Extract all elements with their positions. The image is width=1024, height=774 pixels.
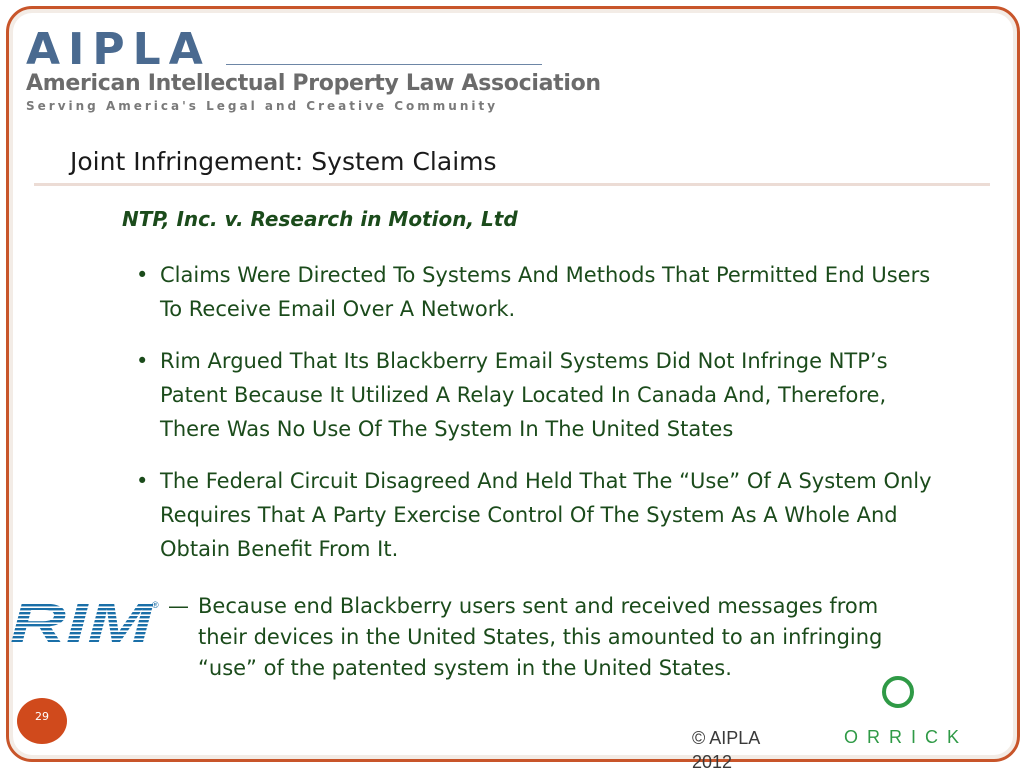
bullet-text: Rim Argued That Its Blackberry Email Sys…	[160, 349, 888, 441]
aipla-logo-name: American Intellectual Property Law Assoc…	[26, 71, 601, 96]
page-number-badge: 29	[17, 698, 67, 744]
orrick-logo-text: ORRICK	[844, 727, 969, 747]
bullet-item: • The Federal Circuit Disagreed And Held…	[136, 464, 936, 566]
sub-bullet: — Because end Blackberry users sent and …	[168, 591, 908, 684]
aipla-logo: AIPLA American Intellectual Property Law…	[26, 24, 601, 114]
aipla-logo-tagline: Serving America's Legal and Creative Com…	[26, 99, 499, 113]
bullet-marker: •	[136, 349, 149, 373]
case-name: NTP, Inc. v. Research in Motion, Ltd	[122, 207, 518, 231]
slide-frame	[6, 6, 1020, 762]
bullet-item: • Rim Argued That Its Blackberry Email S…	[136, 344, 936, 446]
rim-logo-registered: ®	[152, 600, 159, 610]
sub-bullet-text: Because end Blackberry users sent and re…	[198, 594, 883, 680]
bullet-text: Claims Were Directed To Systems And Meth…	[160, 263, 931, 321]
title-divider	[34, 183, 990, 186]
orrick-ring-icon	[882, 676, 914, 708]
rim-logo: RIM ®	[10, 596, 159, 648]
aipla-logo-rule	[226, 64, 542, 65]
page-number: 29	[35, 710, 49, 723]
sub-bullet-marker: —	[168, 594, 189, 618]
bullet-marker: •	[136, 263, 149, 287]
rim-logo-wordmark: RIM	[10, 596, 154, 648]
aipla-logo-mark: AIPLA	[26, 24, 211, 75]
bullet-marker: •	[136, 469, 149, 493]
bullet-item: • Claims Were Directed To Systems And Me…	[136, 258, 936, 326]
bullet-list: • Claims Were Directed To Systems And Me…	[136, 258, 936, 584]
copyright-text: © AIPLA 2012	[692, 728, 760, 772]
slide-title: Joint Infringement: System Claims	[70, 147, 497, 176]
bullet-text: The Federal Circuit Disagreed And Held T…	[160, 469, 932, 561]
